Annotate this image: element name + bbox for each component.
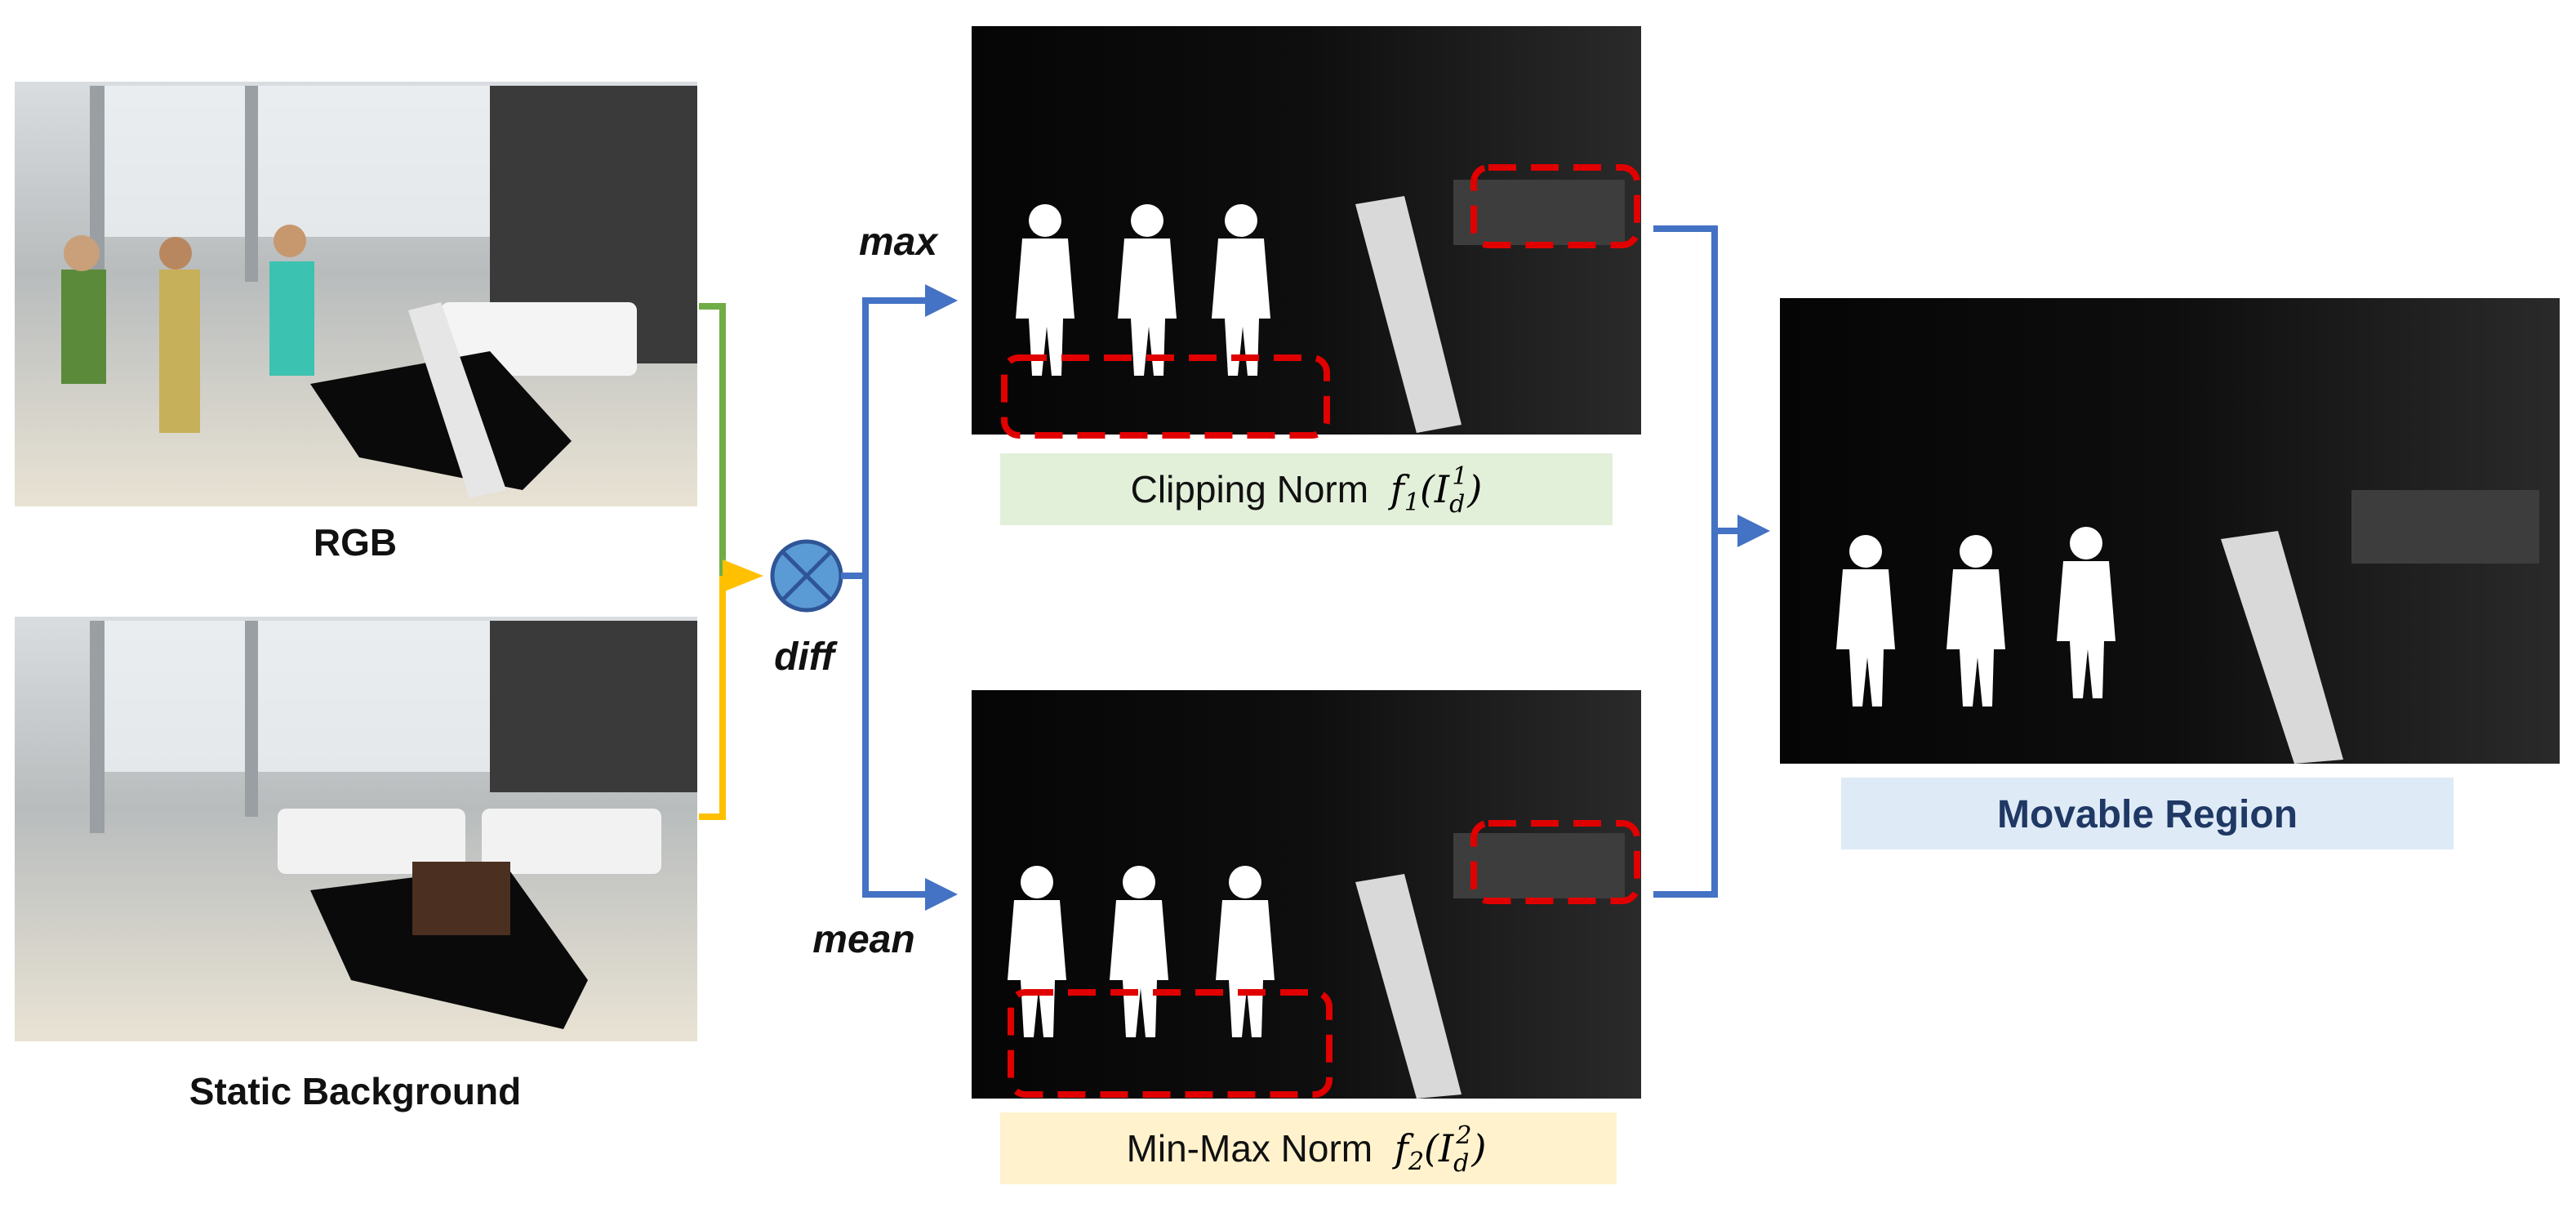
merge-to-output-arrow (1653, 225, 1770, 898)
clipping-arg: I (1434, 467, 1450, 511)
merge-arrowhead (723, 559, 763, 592)
minmax-norm-text: Min-Max Norm (1127, 1127, 1373, 1170)
rgb-connector (699, 303, 726, 576)
max-branch-arrow (841, 284, 958, 579)
movable-region-image (1780, 298, 2560, 764)
diff-operator (770, 539, 843, 613)
movable-region-label: Movable Region (1997, 793, 2298, 836)
clipping-arg-sub: d (1449, 490, 1465, 519)
mean-label: mean (812, 918, 914, 961)
background-connector (699, 576, 726, 820)
minmax-highlight-bottom (1008, 989, 1332, 1098)
static-background-label: Static Background (189, 1070, 521, 1112)
minmax-arg-sub: d (1453, 1149, 1469, 1178)
clipping-norm-image (972, 26, 1641, 435)
clipping-norm-box (1000, 453, 1613, 525)
movable-region-box (1841, 778, 2454, 849)
minmax-arg-sup: 2 (1455, 1121, 1471, 1150)
clipping-fn-sub: 1 (1404, 488, 1420, 517)
minmax-fn-sub: 2 (1408, 1148, 1424, 1176)
minmax-highlight-right (1470, 820, 1640, 904)
rgb-image (15, 82, 697, 506)
clipping-norm-caption: Clipping Norm f1(Id1) (1131, 462, 1483, 519)
minmax-norm-caption: Min-Max Norm f2(Id2) (1127, 1121, 1487, 1178)
static-background-image (15, 617, 697, 1041)
clipping-highlight-bottom (1001, 354, 1330, 439)
minmax-norm-box (1000, 1112, 1617, 1184)
rgb-label: RGB (314, 521, 397, 564)
max-label: max (859, 221, 939, 264)
minmax-norm-image (972, 690, 1641, 1099)
mean-branch-arrow (841, 573, 958, 911)
diff-label: diff (774, 635, 838, 679)
clipping-norm-text: Clipping Norm (1131, 468, 1368, 510)
clipping-highlight-right (1470, 164, 1640, 248)
clipping-arg-sup: 1 (1452, 462, 1467, 491)
minmax-arg: I (1438, 1126, 1454, 1170)
